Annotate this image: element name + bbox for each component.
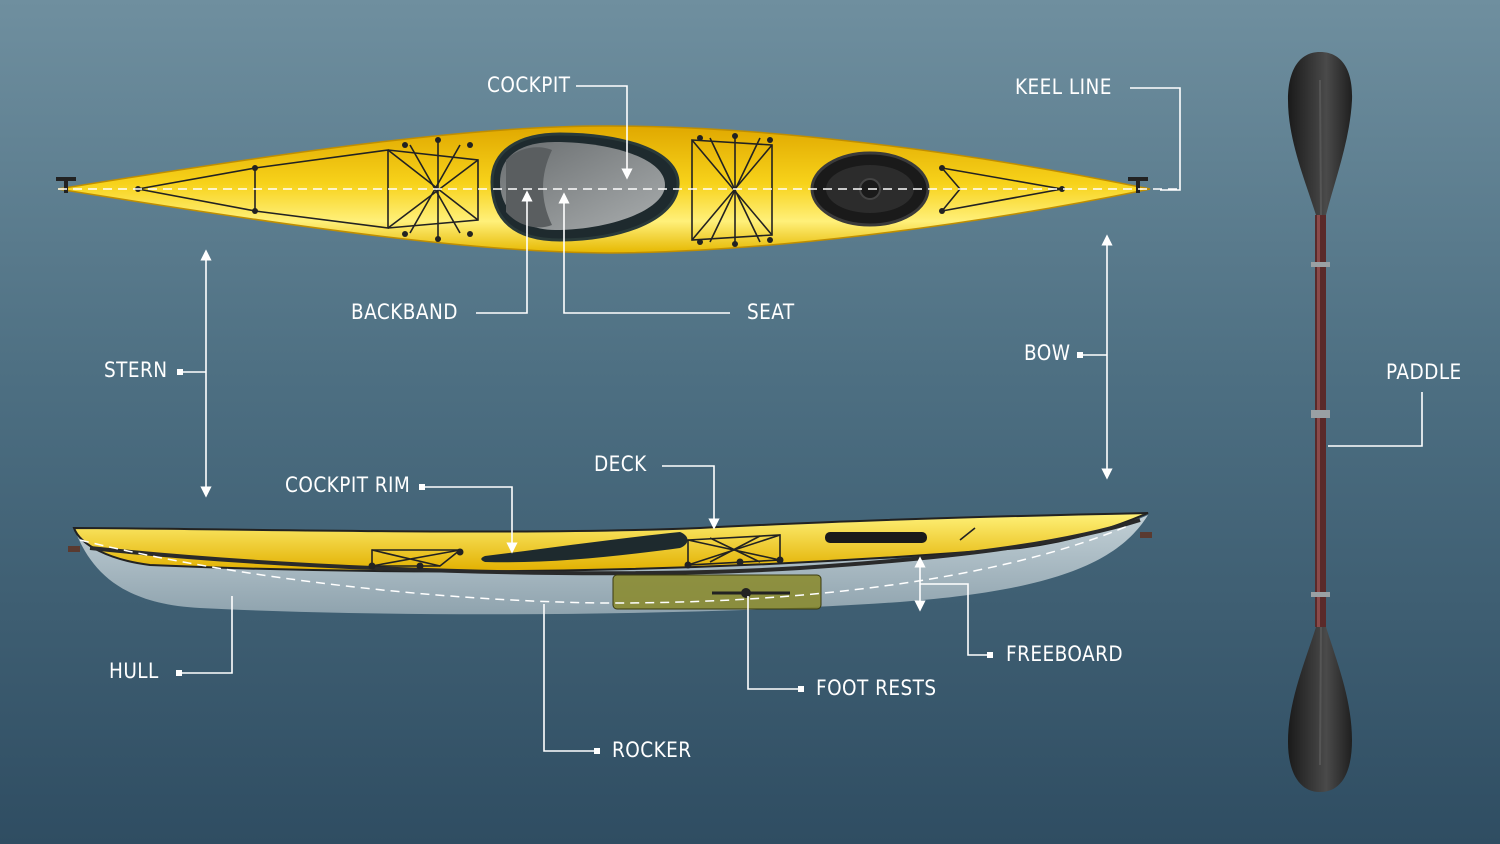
kayak-side-view [68,512,1152,615]
stern-handle-side [68,546,80,552]
paddle-bottom-blade-spine [1319,626,1322,766]
leader-end-markers [176,352,1083,754]
side-deck-lines [371,527,976,567]
leader-lines [180,85,1423,752]
label-rocker: ROCKER [612,738,692,762]
freeboard-leader [920,583,990,656]
kayak-top-view [56,125,1180,254]
label-foot-rests: FOOT RESTS [816,676,937,700]
deck-leader [662,465,720,530]
paddle-shaft [1315,215,1326,627]
label-seat: SEAT [747,300,795,324]
label-bow: BOW [1024,341,1071,365]
backband-leader [476,190,533,314]
label-stern: STERN [104,358,168,382]
shaft-rings [1311,262,1330,597]
deck-hull-seam [89,518,1141,576]
label-freeboard: FREEBOARD [1006,642,1124,666]
seat-leader [558,192,730,314]
front-hatch-side [825,532,927,543]
foot-rests-knob [741,588,751,598]
cockpit-rim-side [481,532,688,563]
cockpit-rim-leader [422,486,518,554]
front-deck-fittings [697,133,1065,247]
label-paddle: PADDLE [1386,360,1462,384]
bow-handle-side [1140,532,1152,538]
rocker-curve [79,524,1131,604]
cockpit-leader [576,85,633,180]
foot-rests-leader [747,596,800,690]
backband-shape [506,147,552,228]
stern-toggle-handle [56,177,76,193]
rear-deck-fittings [135,137,473,242]
paddle-top-blade-spine [1319,79,1322,216]
side-deck-fittings [368,548,784,570]
label-cockpit: COCKPIT [487,73,571,97]
label-hull: HULL [109,659,159,683]
hull-leader [180,596,233,674]
bow-toggle-handle [1128,177,1148,193]
label-backband: BACKBAND [351,300,458,324]
keel-line-leader [1130,87,1181,191]
label-deck: DECK [594,452,647,476]
label-cockpit-rim: COCKPIT RIM [285,473,411,497]
label-keel-line: KEEL LINE [1015,75,1112,99]
shaft-highlight [1317,215,1320,627]
paddle [1288,52,1353,792]
paddle-leader [1328,392,1423,447]
rocker-leader [543,604,596,752]
